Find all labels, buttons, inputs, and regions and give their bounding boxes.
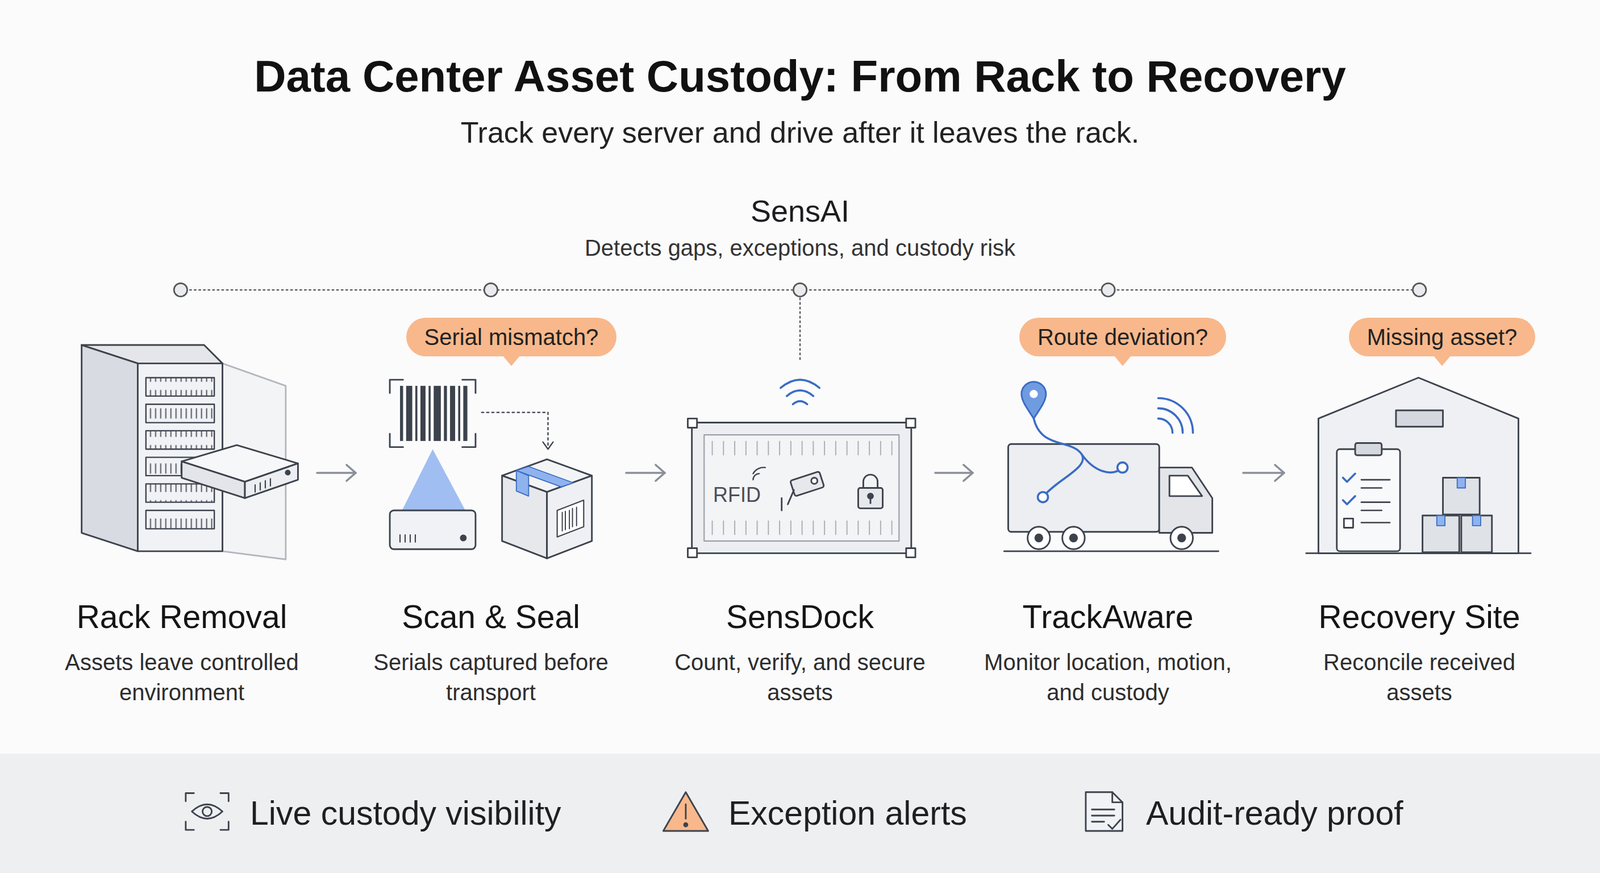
icon-space bbox=[360, 346, 622, 597]
sensdock-container-icon bbox=[688, 379, 916, 558]
node-heading: Missing asset? bbox=[1367, 323, 1518, 351]
monitor-layer: SensAIDetects gaps, exceptions, and cust… bbox=[584, 190, 1016, 263]
feature-text: Exception alerts bbox=[728, 793, 968, 834]
node-body: Monitor location, motion, and custody bbox=[977, 647, 1239, 708]
process-stage: SensDockCount, verify, and secure assets bbox=[669, 346, 931, 708]
warning-icon bbox=[663, 792, 708, 831]
arrow-line bbox=[935, 471, 973, 474]
arrow-line bbox=[317, 471, 356, 474]
sensai-timeline bbox=[173, 282, 1427, 360]
node-heading: SensDock bbox=[669, 596, 931, 637]
node-heading: TrackAware bbox=[977, 596, 1239, 637]
process-stage: Rack RemovalAssets leave controlled envi… bbox=[51, 346, 313, 708]
arrow-head bbox=[963, 464, 973, 481]
node-body: Serials captured before transport bbox=[360, 647, 622, 708]
arrow-head bbox=[655, 464, 665, 481]
eye-icon bbox=[185, 792, 229, 830]
arrow-head bbox=[1275, 464, 1285, 481]
icon-space bbox=[977, 346, 1239, 597]
scanner-icon bbox=[389, 379, 593, 558]
process-stage: Scan & SealSerials captured before trans… bbox=[360, 346, 622, 708]
truck-icon bbox=[1003, 381, 1219, 552]
arrow-line bbox=[1243, 471, 1285, 474]
diagram-title: Data Center Asset Custody: From Rack to … bbox=[0, 50, 1600, 104]
process-stage: Recovery SiteReconcile received assets bbox=[1288, 346, 1550, 708]
alert-callout: Route deviation? bbox=[1019, 317, 1227, 357]
subtitle: Track every server and drive after it le… bbox=[0, 114, 1600, 150]
flow-arrow bbox=[317, 464, 356, 481]
node-body: Reconcile received assets bbox=[1288, 647, 1550, 708]
server-rack-icon bbox=[81, 344, 299, 560]
alert-callout: Missing asset? bbox=[1348, 317, 1536, 357]
icon-space bbox=[669, 346, 931, 597]
flow-arrow bbox=[1243, 464, 1285, 481]
node-heading: Recovery Site bbox=[1288, 596, 1550, 637]
alert-callout: Serial mismatch? bbox=[406, 317, 618, 357]
node-body: Assets leave controlled environment bbox=[51, 647, 313, 708]
arrow-head bbox=[346, 464, 356, 481]
icon-label: RFID bbox=[713, 483, 761, 507]
process-stage: TrackAwareMonitor location, motion, and … bbox=[977, 346, 1239, 708]
warehouse-icon bbox=[1306, 377, 1531, 554]
node-body: Count, verify, and secure assets bbox=[669, 647, 931, 708]
icon-space bbox=[51, 346, 313, 597]
node-heading: Scan & Seal bbox=[360, 596, 622, 637]
node-heading: Rack Removal bbox=[51, 596, 313, 637]
node-heading: Serial mismatch? bbox=[424, 323, 599, 351]
feature-band: Live custody visibility Exception alerts A… bbox=[0, 753, 1600, 873]
feature-text: Live custody visibility bbox=[250, 793, 562, 834]
document-icon bbox=[1085, 792, 1123, 831]
node-heading: SensAI bbox=[584, 190, 1016, 231]
feature-text: Audit-ready proof bbox=[1146, 793, 1404, 834]
arrow-line bbox=[626, 471, 665, 474]
icon-space bbox=[1288, 346, 1550, 597]
flow-arrow bbox=[626, 464, 665, 481]
footer-band bbox=[0, 753, 1600, 873]
flow-arrow bbox=[935, 464, 973, 481]
node-heading: Route deviation? bbox=[1037, 323, 1208, 351]
node-body: Detects gaps, exceptions, and custody ri… bbox=[584, 232, 1016, 263]
